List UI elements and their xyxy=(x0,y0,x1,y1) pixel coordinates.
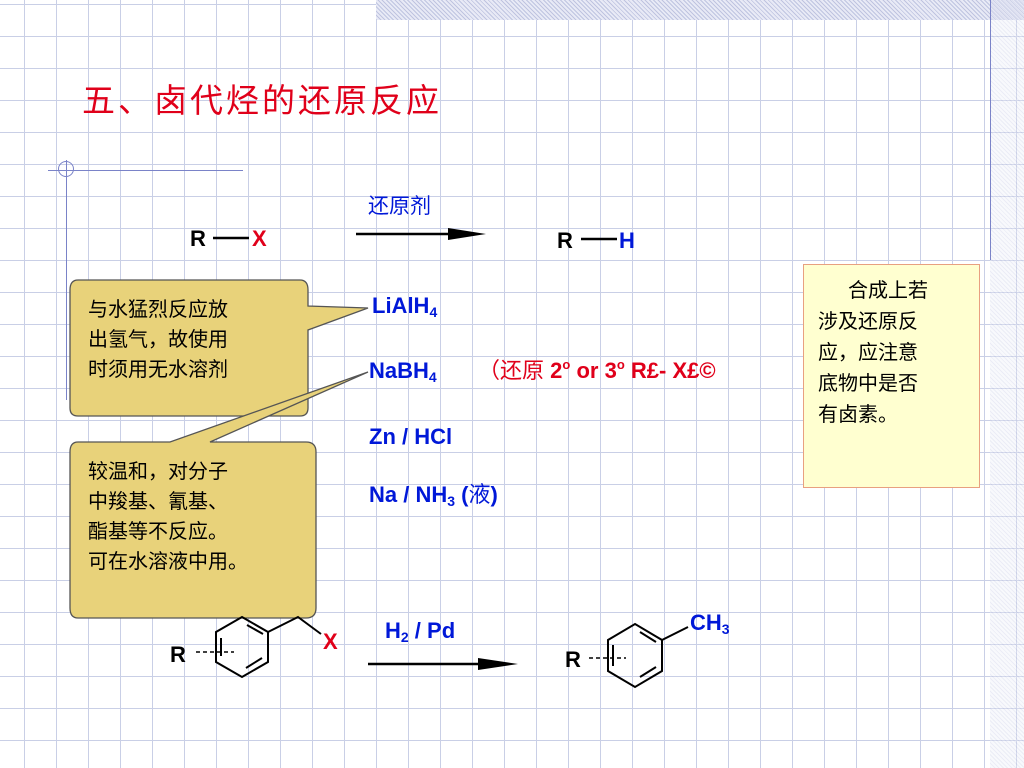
callout-lialh4-text: 与水猛烈反应放 出氢气，故使用 时须用无水溶剂 xyxy=(88,294,228,384)
nabh4-scope-note: （还原 2o or 3o R£- X£© xyxy=(478,357,716,384)
reagent-zn-hcl: Zn / HCl xyxy=(369,424,453,449)
reactant2-x: X xyxy=(323,629,338,654)
callout-line: 时须用无水溶剂 xyxy=(88,357,228,381)
reducing-agent-label: 还原剂 xyxy=(368,194,431,218)
reagent-na-nh3: Na / NH3 (液) xyxy=(369,482,498,509)
side-note-box: 合成上若 涉及还原反 应，应注意 底物中是否 有卤素。 xyxy=(803,264,980,488)
accent-circle xyxy=(58,161,74,177)
callout-line: 酯基等不反应。 xyxy=(88,519,228,543)
reactant-x: X xyxy=(252,226,267,251)
callout-nabh4 xyxy=(69,371,369,619)
callout-line: 出氢气，故使用 xyxy=(88,327,228,351)
reagent-h2-pd: H2 / Pd xyxy=(385,618,456,645)
benzylic-bond xyxy=(267,615,322,635)
callout-lialh4 xyxy=(69,279,369,417)
callout-nabh4-text: 较温和，对分子 中羧基、氰基、 酯基等不反应。 可在水溶液中用。 xyxy=(88,456,248,576)
methyl-bond xyxy=(661,626,689,641)
reactant2-r: R xyxy=(170,642,186,667)
product2-r: R xyxy=(565,647,581,672)
arrowhead-1 xyxy=(448,228,486,240)
header-decor-band xyxy=(376,0,1024,20)
product-r: R xyxy=(557,228,573,253)
product-h: H xyxy=(619,228,635,253)
benzene-ring-product xyxy=(607,622,663,689)
note-line: 底物中是否 xyxy=(818,371,918,395)
benzene-ring-reactant xyxy=(215,615,269,679)
callout-line: 与水猛烈反应放 xyxy=(88,297,228,321)
accent-line-right xyxy=(990,0,991,260)
accent-line-vertical xyxy=(66,160,67,400)
right-decor-band xyxy=(990,0,1024,768)
reactant-r: R xyxy=(190,226,206,251)
note-line: 涉及还原反 xyxy=(818,309,918,333)
reagent-lialh4: LiAlH4 xyxy=(372,293,438,320)
accent-line xyxy=(48,170,243,171)
callout-line: 较温和，对分子 xyxy=(88,459,228,483)
callout-line: 中羧基、氰基、 xyxy=(88,489,228,513)
callout-line: 可在水溶液中用。 xyxy=(88,549,248,573)
arrowhead-2 xyxy=(478,658,518,670)
note-line: 有卤素。 xyxy=(818,402,898,426)
slide-title: 五、卤代烃的还原反应 xyxy=(82,81,442,120)
reagent-nabh4: NaBH4 xyxy=(369,358,437,385)
note-line: 应，应注意 xyxy=(818,340,918,364)
product2-ch3: CH3 xyxy=(690,610,730,637)
note-line: 合成上若 xyxy=(848,278,928,302)
